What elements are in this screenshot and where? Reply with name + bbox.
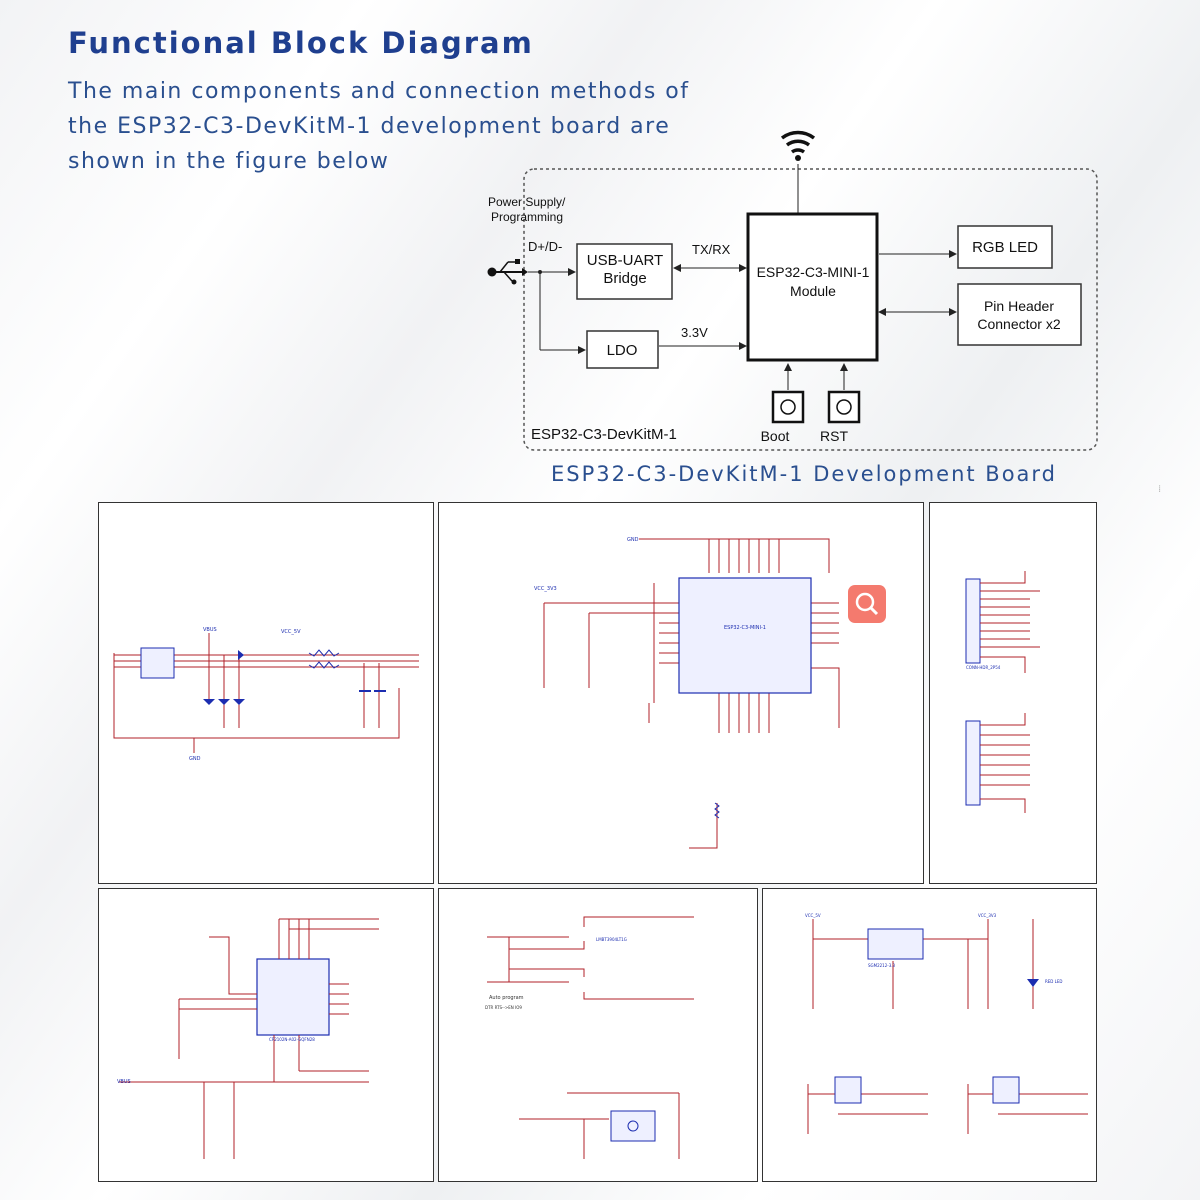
transistor-label: LMBT3904LT1G: [596, 937, 627, 942]
pin-header-label-1: Pin Header: [984, 298, 1054, 314]
board-name-label: ESP32-C3-DevKitM-1: [531, 426, 677, 443]
module-label-2: Module: [790, 283, 836, 299]
auto-program-label: Auto program: [489, 995, 524, 1001]
pin-header-block: [957, 283, 1082, 346]
pin-header-label-2: Connector x2: [977, 316, 1060, 332]
vbus-label: VBUS: [203, 627, 217, 633]
wifi-icon: [780, 130, 816, 161]
ldo-block: [586, 330, 659, 369]
power-label-2: Programming: [491, 210, 563, 224]
header-label: CONN-HDR_2P54: [966, 665, 1001, 670]
v33-label: 3.3V: [681, 325, 708, 340]
magnifier-icon: [855, 592, 879, 616]
schematic-panel-uart[interactable]: CP2102N-A02-GQFN28 VBUS: [98, 888, 434, 1182]
rst-button: [827, 390, 861, 424]
ldo-label: LDO: [607, 342, 638, 359]
scroll-indicator: ⁞: [1158, 484, 1162, 495]
esp32-module: [746, 212, 879, 362]
rst-label: RST: [820, 428, 848, 444]
gnd-label-2: GND: [627, 537, 639, 543]
module-chip-label: ESP32-C3-MINI-1: [724, 625, 766, 631]
dplus-dminus-label: D+/D-: [528, 239, 562, 254]
usb-uart-label-1: USB-UART: [587, 252, 663, 269]
led-label: RED LED: [1045, 979, 1063, 984]
txrx-label: TX/RX: [692, 242, 731, 257]
board-outline: [523, 168, 1098, 451]
boot-label: Boot: [761, 428, 790, 444]
schematic-panel-module[interactable]: ESP32-C3-MINI-1 VCC_3V3 GND: [438, 502, 924, 884]
vcc5v-label-6: VCC_5V: [805, 913, 821, 918]
rgb-led-block: [957, 225, 1053, 269]
usb-chip-label: CP2102N-A02-GQFN28: [269, 1037, 315, 1042]
usb-uart-bridge: [576, 243, 673, 300]
schematic-panel-headers[interactable]: CONN-HDR_2P54: [929, 502, 1097, 884]
schematic-panel-autoprogram[interactable]: Auto program DTR RTS-->EN IO9 LMBT3904LT…: [438, 888, 758, 1182]
auto-table-header: DTR RTS-->EN IO9: [485, 1005, 522, 1010]
page-subtitle: The main components and connection metho…: [68, 79, 690, 174]
vcc3v3-label-6: VCC_3V3: [978, 913, 997, 918]
vcc3v3-label-2: VCC_3V3: [534, 586, 557, 592]
schematic-panel-usb[interactable]: VBUS VCC_5V GND: [98, 502, 434, 884]
vbus-label-2: VBUS: [117, 1079, 131, 1085]
block-diagram: Power Supply/ Programming D+/D- USB-UART…: [487, 130, 1098, 451]
usb-icon: [487, 259, 528, 285]
power-label-1: Power Supply/: [488, 195, 566, 209]
vcc5v-label: VCC_5V: [281, 629, 301, 635]
rgb-led-label: RGB LED: [972, 239, 1038, 256]
usb-uart-label-2: Bridge: [603, 270, 646, 287]
page-title: Functional Block Diagram: [68, 26, 534, 60]
boot-button: [771, 390, 805, 424]
gnd-label: GND: [189, 756, 201, 762]
zoom-button[interactable]: [848, 585, 886, 623]
ldo-chip-label: SGM2212-3.3: [868, 963, 896, 968]
module-label-1: ESP32-C3-MINI-1: [757, 264, 870, 280]
schematic-panel-power[interactable]: SGM2212-3.3 RED LED VCC_5V VCC_3V3: [762, 888, 1097, 1182]
board-caption: ESP32-C3-DevKitM-1 Development Board: [551, 462, 1058, 486]
